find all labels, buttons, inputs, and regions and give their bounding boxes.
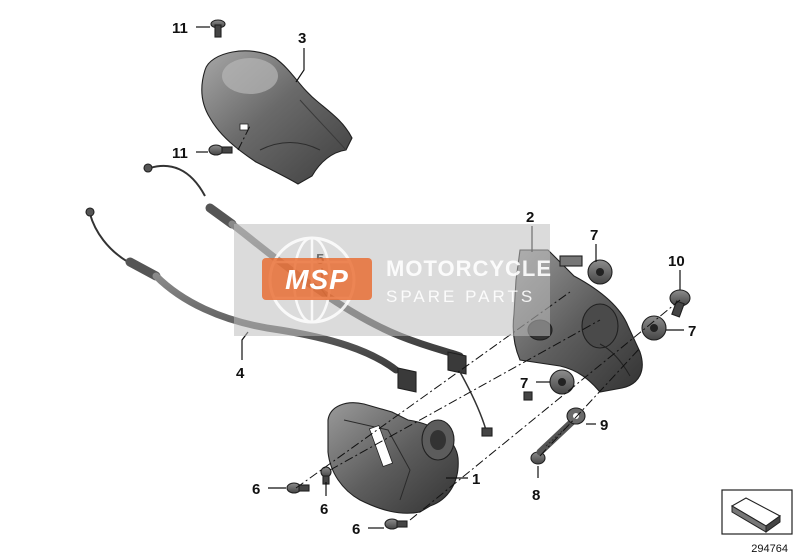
screw-part-11-bottom [208, 144, 233, 156]
bolt-part-10 [669, 289, 691, 318]
callout-10: 10 [668, 253, 685, 270]
watermark-line2: SPARE PARTS [386, 287, 535, 306]
callout-6-bottom: 6 [352, 521, 360, 538]
watermark-badge [262, 258, 372, 300]
washer-part-9 [566, 407, 586, 425]
sensor-wire [459, 371, 487, 431]
grommet-part-7-lower [549, 369, 575, 395]
wire-connector [481, 427, 493, 437]
callout-7-lower: 7 [520, 375, 528, 392]
callout-11-bottom: 11 [172, 145, 188, 162]
screw-part-6-mid [320, 466, 332, 485]
callout-4: 4 [236, 365, 245, 382]
watermark-line1: MOTORCYCLE [386, 256, 552, 281]
callout-9: 9 [600, 417, 608, 434]
callout-8: 8 [532, 487, 540, 504]
cover-part-3 [201, 50, 353, 185]
callout-6-mid: 6 [320, 501, 328, 518]
screw-part-6-left [286, 482, 310, 494]
grommet-part-7-upper [587, 259, 613, 285]
callout-11-top: 11 [172, 20, 188, 37]
callout-7-upper: 7 [590, 227, 598, 244]
watermark: MSP MOTORCYCLE SPARE PARTS [234, 224, 552, 336]
wire-connector-2 [523, 391, 533, 401]
throttle-actuator-part-1 [327, 402, 459, 514]
callout-3: 3 [298, 30, 306, 47]
orientation-badge [721, 489, 793, 535]
callout-1: 1 [472, 471, 480, 488]
callout-2: 2 [526, 209, 534, 226]
diagram-reference-number: 294764 [751, 543, 788, 555]
screw-part-6-bottom [384, 518, 408, 530]
callout-7-right: 7 [688, 323, 696, 340]
callout-6-left: 6 [252, 481, 260, 498]
watermark-logo-text: MSP [285, 264, 349, 295]
grommet-part-7-right [641, 315, 667, 341]
screw-part-11-top [210, 19, 226, 38]
